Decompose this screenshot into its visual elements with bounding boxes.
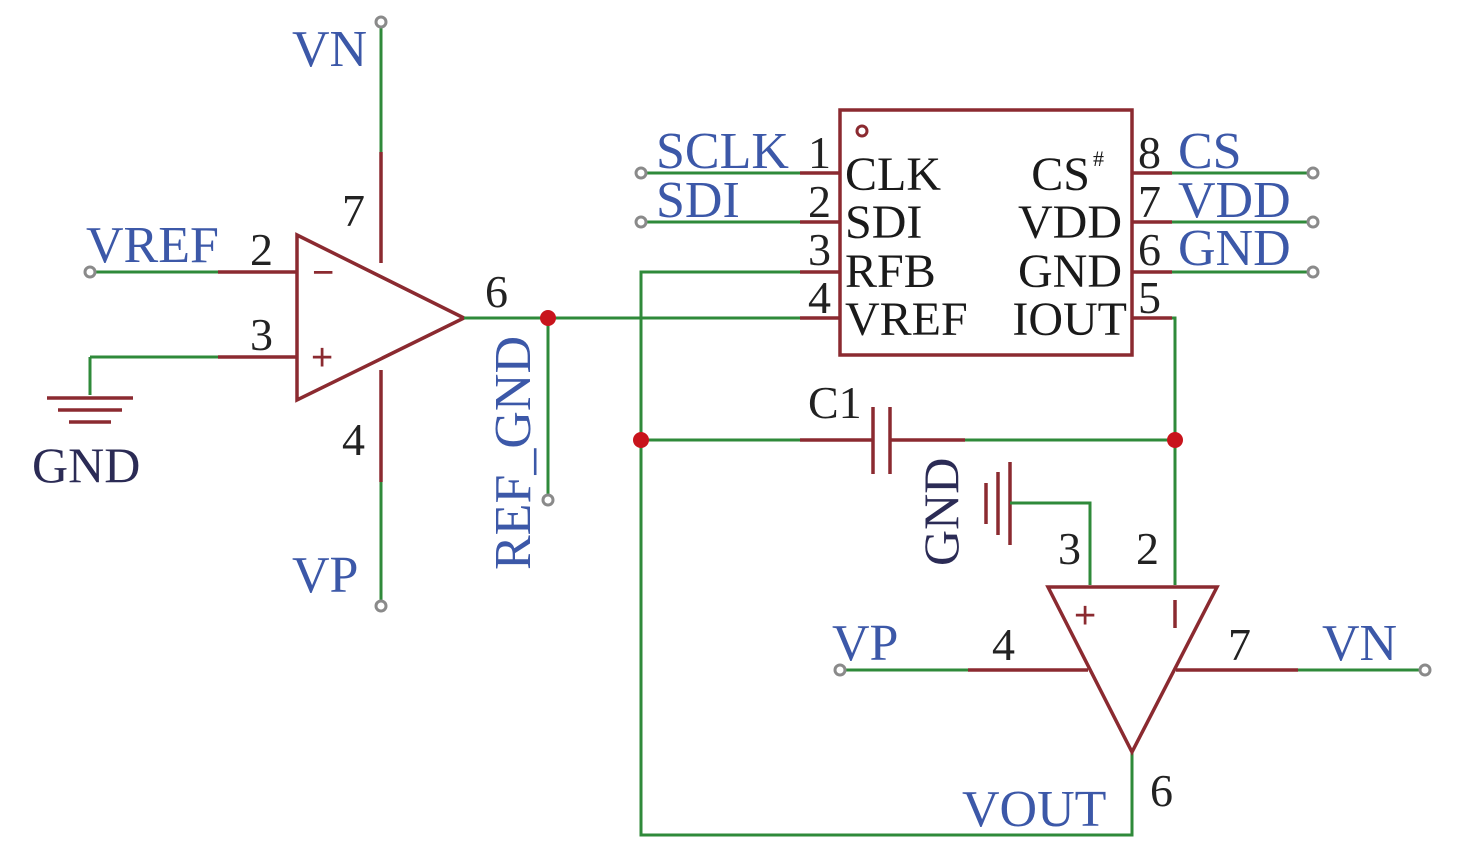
pin-number-2: 2 [808,176,831,227]
net-end-vdd [1306,215,1320,229]
net-label-vdd: VDD [1178,172,1291,229]
net-label-vp-right: VP [832,615,898,672]
pin-number-3: 3 [808,224,831,275]
pin-name-cs-superscript: # [1093,146,1104,171]
wire-gnd-mid [1010,501,1092,585]
component-label-c1: C1 [808,377,862,428]
junction-ref-gnd [540,310,556,326]
net-end-vn-right [1418,663,1432,677]
net-label-gnd-mid: GND [913,458,969,566]
pin-number-7: 7 [1138,176,1161,227]
pin-name-rfb: RFB [845,245,936,298]
pin-number-7-u2: 7 [1228,619,1251,670]
junction-cap-right [1167,432,1183,448]
net-label-sdi: SDI [656,172,740,229]
net-label-vp-bottom: VP [292,547,358,604]
net-end-ref-gnd [541,493,555,507]
opamp-u1-minus-sign: − [312,252,334,294]
opamp-u2: + 3 2 4 7 6 VP VN VOUT [832,523,1432,838]
pin-number-4-u2: 4 [992,619,1015,670]
pin-number-2-u2: 2 [1136,523,1159,574]
net-end-vref [83,265,97,279]
net-label-gnd-right: GND [1178,220,1291,277]
pin1-marker-icon [855,124,869,138]
pin-number-8: 8 [1138,127,1161,178]
opamp-u1-body [295,232,468,403]
pin-number-6-u1: 6 [485,266,508,317]
net-label-vout: VOUT [962,781,1106,838]
wire-iout [1172,316,1177,585]
net-end-vp-bottom [374,599,388,613]
net-end-sclk [634,166,648,180]
pin-name-clk: CLK [845,148,941,201]
pin-number-7-u1: 7 [342,185,365,236]
net-label-vn-right: VN [1322,615,1397,672]
pin-name-gnd: GND [1018,245,1122,298]
net-label-cs: CS [1178,123,1242,180]
pin-number-4-u1: 4 [342,414,365,465]
capacitor-c1: C1 [641,377,1175,474]
ground-symbol-left [47,396,133,424]
net-label-ref-gnd: REF_GND [485,336,542,570]
net-end-vn-top [374,15,388,29]
pin-name-iout: IOUT [1012,293,1127,346]
ground-symbol-mid [984,462,1012,545]
pin-name-vdd: VDD [1018,196,1122,249]
opamp-u2-body [1045,585,1220,756]
net-label-vn-top: VN [292,21,367,78]
opamp-u1: − + VN 7 VREF 2 3 6 4 GND VP [32,15,508,613]
net-label-gnd-left: GND [32,437,140,493]
net-end-cs [1306,166,1320,180]
pin-number-5: 5 [1138,272,1161,323]
junction-cap-left [633,432,649,448]
pin-name-vref: VREF [845,293,968,346]
dac-ic: 1 2 3 4 8 7 6 5 CLK SDI RFB VREF CS # VD… [800,108,1172,357]
net-end-gnd-right [1306,265,1320,279]
opamp-u2-plus-sign: + [1074,595,1096,637]
dac-ic-body [838,108,1134,357]
pin-number-3-u2: 3 [1058,523,1081,574]
net-end-sdi [634,215,648,229]
pin-name-sdi: SDI [845,196,922,249]
pin-number-6: 6 [1138,224,1161,275]
net-label-vref: VREF [86,217,219,274]
pin-name-cs: CS [1031,148,1090,201]
pin-number-4: 4 [808,272,831,323]
pin-number-3-u1: 3 [250,309,273,360]
pin-number-6-u2: 6 [1150,765,1173,816]
wire-rfb-feedback [639,270,1134,837]
net-end-vp-right [833,663,847,677]
pin-number-1: 1 [808,127,831,178]
opamp-u1-plus-sign: + [311,337,333,379]
pin-number-2-u1: 2 [250,224,273,275]
net-label-sclk: SCLK [656,123,789,180]
